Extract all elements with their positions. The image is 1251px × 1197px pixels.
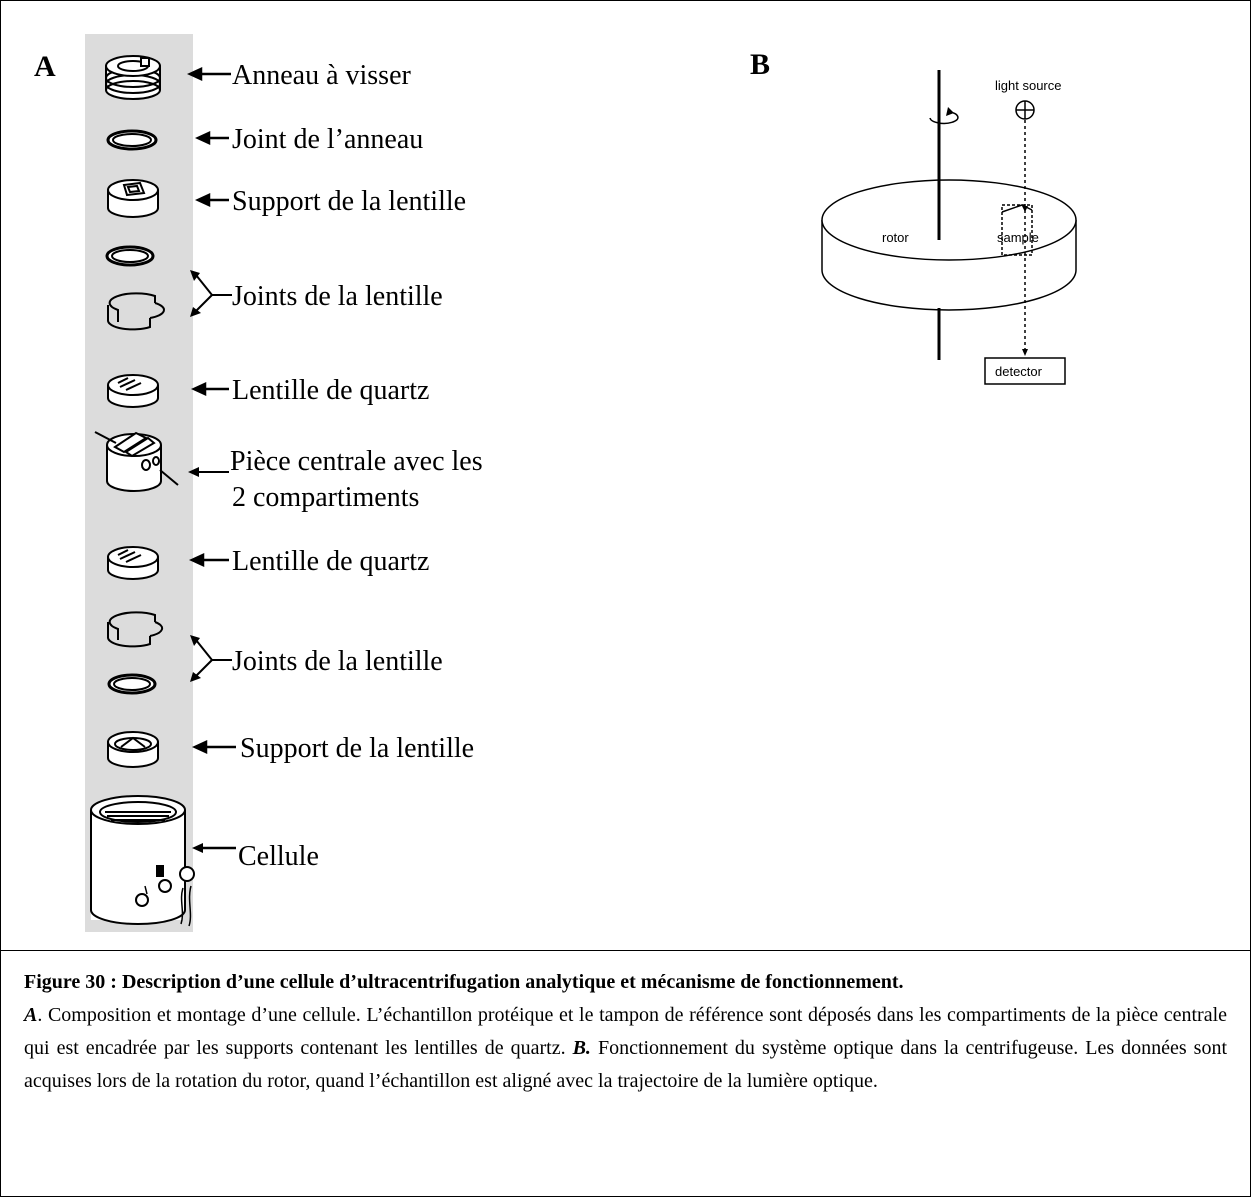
cell-drawing-final xyxy=(90,795,195,927)
label-centerpiece-line2: 2 compartiments xyxy=(232,482,420,513)
lens-gasket-drawing xyxy=(105,245,165,331)
ring-gasket-drawing xyxy=(106,129,158,151)
caption-divider xyxy=(0,950,1251,951)
label-lens-gaskets: Joints de la lentille xyxy=(232,281,443,312)
caption-a-label: A xyxy=(24,1004,38,1026)
figure-caption: Figure 30 : Description d’une cellule d’… xyxy=(24,966,1227,1098)
panel-a-letter: A xyxy=(34,50,56,83)
centerpiece-drawing xyxy=(94,431,179,492)
caption-b-text: Fonctionnement du système optique dans l… xyxy=(24,1037,1228,1092)
label-quartz-lens: Lentille de quartz xyxy=(232,375,430,406)
detector-label: detector xyxy=(995,364,1043,379)
caption-title-line: Figure 30 : Description d’une cellule d’… xyxy=(24,966,1227,999)
lens-holder-drawing xyxy=(107,179,159,218)
label-screw-ring: Anneau à visser xyxy=(232,60,411,91)
screw-ring-drawing xyxy=(105,55,161,100)
caption-b-label: B. xyxy=(572,1037,591,1059)
cell-arrow xyxy=(192,843,236,853)
lens-gasket-drawing xyxy=(107,611,164,695)
label-lens-holder: Support de la lentille xyxy=(240,733,475,764)
cell-parts-illustration xyxy=(94,55,236,768)
label-quartz-lens: Lentille de quartz xyxy=(232,546,430,577)
cell-bottom-drawing xyxy=(85,690,197,790)
label-lens-gaskets: Joints de la lentille xyxy=(232,646,443,677)
rotor-label: rotor xyxy=(882,230,909,245)
quartz-lens-drawing xyxy=(107,546,159,580)
light-source-label: light source xyxy=(995,78,1061,93)
sample-label: sample xyxy=(997,230,1039,245)
caption-title: Figure 30 : Description d’une cellule d’… xyxy=(24,971,904,993)
caption-a-text: . Composition et montage d’une cellule. … xyxy=(24,1004,1227,1059)
label-centerpiece-line1: Pièce centrale avec les xyxy=(230,446,483,477)
label-cell: Cellule xyxy=(238,841,319,872)
label-lens-holder: Support de la lentille xyxy=(232,186,467,217)
quartz-lens-drawing xyxy=(107,374,159,408)
label-ring-gasket: Joint de l’anneau xyxy=(232,124,424,155)
caption-body: A. Composition et montage d’une cellule.… xyxy=(24,999,1227,1098)
panel-b-letter: B xyxy=(750,48,771,81)
optical-system-diagram: light source rotor sample detector xyxy=(821,70,1077,385)
lens-holder-drawing xyxy=(107,731,159,768)
